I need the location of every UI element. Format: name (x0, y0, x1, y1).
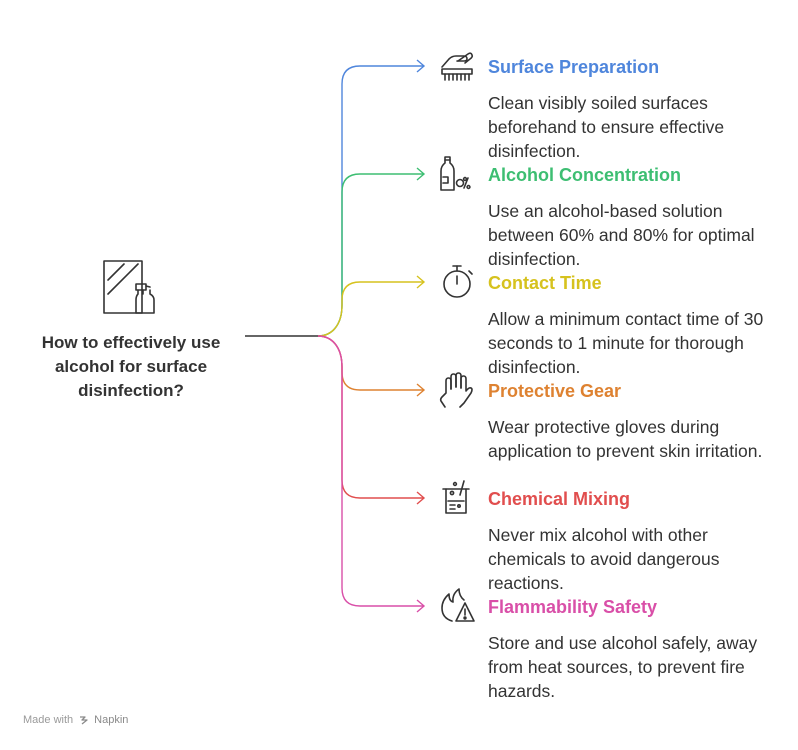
footer-watermark: Made with Napkin (23, 714, 128, 726)
arrow-surface-preparation (416, 59, 426, 73)
stopwatch-icon (443, 265, 473, 298)
item-title-chemical-mixing: Chemical Mixing (488, 489, 631, 509)
footer-brand: Napkin (94, 714, 129, 726)
item-title-contact-time: Contact Time (488, 273, 602, 293)
connector-surface-preparation (317, 65, 424, 337)
arrow-contact-time (416, 275, 426, 289)
item-description-chemical-mixing: Never mix alcohol with other chemicals t… (488, 525, 720, 593)
item-description-surface-preparation: Clean visibly soiled surfaces beforehand… (488, 93, 725, 161)
item-title-alcohol-concentration: Alcohol Concentration (488, 165, 681, 185)
hand-brush-icon (441, 52, 474, 81)
beaker-icon (442, 480, 470, 514)
item-title-surface-preparation: Surface Preparation (488, 57, 660, 77)
footer-prefix: Made with (23, 714, 74, 726)
arrow-protective-gear (416, 383, 426, 397)
connector-protective-gear (317, 335, 424, 391)
bottle-percent-icon (440, 156, 471, 191)
arrow-alcohol-concentration (416, 167, 426, 181)
glove-icon (439, 372, 473, 408)
connector-flammability-safety (317, 335, 424, 607)
arrow-flammability-safety (416, 599, 426, 613)
connector-alcohol-concentration (317, 173, 424, 337)
fire-warning-icon (441, 588, 475, 622)
item-description-protective-gear: Wear protective gloves during applicatio… (488, 417, 763, 461)
item-description-flammability-safety: Store and use alcohol safely, away from … (488, 633, 758, 701)
item-description-alcohol-concentration: Use an alcohol-based solution between 60… (488, 201, 755, 269)
central-title: How to effectively use alcohol for surfa… (41, 333, 221, 400)
item-title-flammability-safety: Flammability Safety (488, 597, 658, 617)
item-description-contact-time: Allow a minimum contact time of 30 secon… (488, 309, 764, 377)
item-title-protective-gear: Protective Gear (488, 381, 622, 401)
connector-contact-time (317, 281, 424, 337)
arrow-chemical-mixing (416, 491, 426, 505)
spray-cleaning-icon (103, 260, 155, 314)
napkin-logo-icon (80, 716, 88, 725)
connector-chemical-mixing (317, 335, 424, 499)
